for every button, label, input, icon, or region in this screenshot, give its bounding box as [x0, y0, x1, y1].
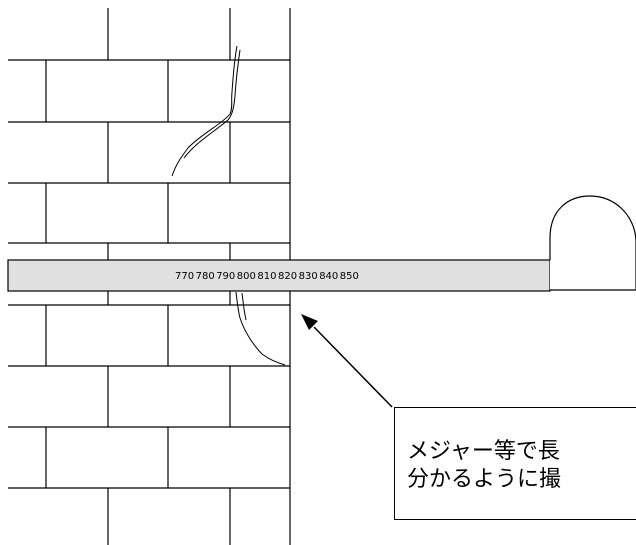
tape-tick-label: 790	[216, 271, 235, 282]
tape-tick-label: 780	[196, 271, 215, 282]
tape-tick-label: 820	[278, 271, 297, 282]
crack-upper-b	[183, 49, 241, 159]
instruction-callout: メジャー等で長 分かるように撮	[394, 407, 636, 520]
brick-wall	[8, 8, 291, 545]
arrow-shaft	[313, 326, 393, 408]
tape-tick-label: 800	[237, 271, 256, 282]
pointer-arrow	[301, 314, 393, 408]
tape-reel-curl	[549, 195, 636, 291]
tape-tick-label: 840	[319, 271, 338, 282]
tape-tick-label: 810	[257, 271, 276, 282]
crack-lower-b	[241, 292, 247, 321]
tape-tick-label: 850	[340, 271, 359, 282]
tape-tick-label: 830	[299, 271, 318, 282]
crack-upper-a	[171, 45, 238, 177]
crack-lower-a	[235, 291, 286, 366]
callout-line-2: 分かるように撮	[407, 467, 562, 492]
callout-line-1: メジャー等で長	[407, 439, 560, 464]
wall-crack	[171, 45, 286, 366]
tape-tick-label: 770	[175, 271, 194, 282]
arrow-head	[301, 314, 318, 330]
